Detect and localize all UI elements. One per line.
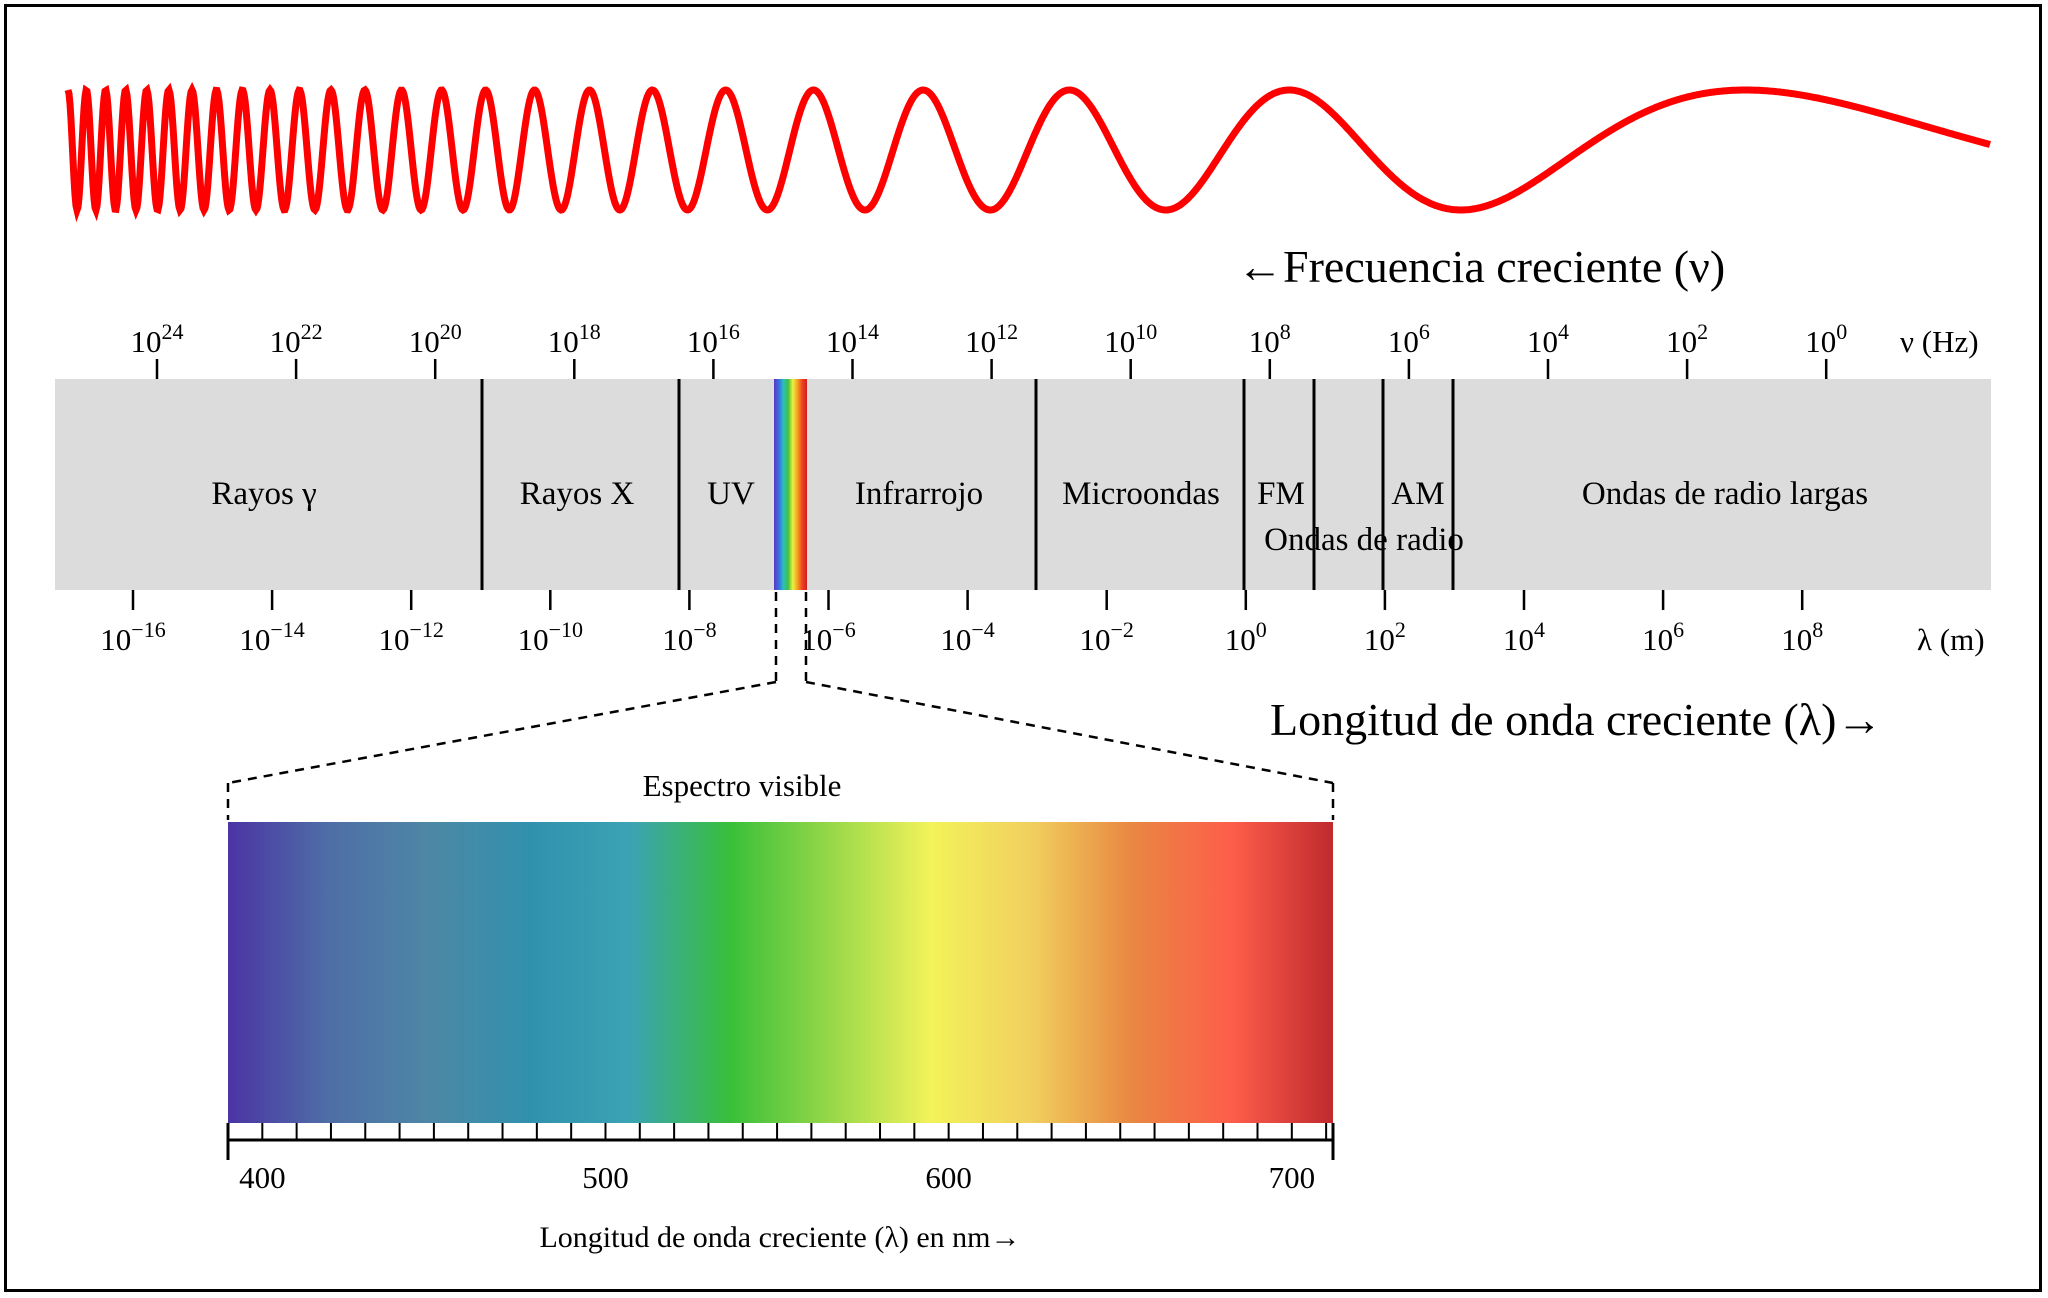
frequency-tick-label: 1012 (965, 319, 1018, 359)
frequency-axis: 1024 1022 1020 1018 1016 1014 1012 1010 108 106 10… (131, 319, 1847, 379)
frequency-tick-label: 1020 (409, 319, 462, 359)
nm-tick-label: 600 (925, 1160, 972, 1195)
wavelength-tick-label: 10−4 (940, 617, 994, 657)
wavelength-tick-label: 100 (1225, 617, 1267, 657)
band-label-infrared: Infrarrojo (855, 476, 983, 512)
band-dividers (480, 379, 1455, 590)
frequency-arrow-label: ←Frecuencia creciente (ν) (1237, 241, 1725, 292)
wavelength-tick-label: 10−8 (662, 617, 716, 657)
visible-axis-label: Longitud de onda creciente (λ) en nm→ (539, 1221, 1020, 1254)
visible-spectrum-gradient (228, 822, 1333, 1123)
frequency-tick-label: 1024 (131, 319, 184, 359)
figure-frame (4, 4, 2042, 1292)
wavelength-tick-label: 104 (1503, 617, 1545, 657)
band-label-fm: FM (1257, 476, 1305, 512)
wavelength-tick-label: 10−14 (239, 617, 304, 657)
wavelength-tick-label: 10−12 (378, 617, 443, 657)
wavelength-tick-label: 10−16 (100, 617, 165, 657)
frequency-tick-label: 1016 (687, 319, 740, 359)
nm-tick-label: 500 (582, 1160, 629, 1195)
wavelength-unit-label: λ (m) (1917, 622, 1985, 657)
frequency-unit-label: ν (Hz) (1900, 324, 1979, 359)
wavelength-tick-label: 10−2 (1079, 617, 1133, 657)
band-label-microwave: Microondas (1062, 476, 1220, 512)
band-label-xray: Rayos X (520, 476, 635, 512)
nm-tick-label: 400 (239, 1160, 286, 1195)
frequency-tick-label: 106 (1388, 319, 1430, 359)
band-label-uv: UV (707, 476, 755, 512)
frequency-tick-label: 1010 (1104, 319, 1157, 359)
nm-tick-label: 700 (1269, 1160, 1316, 1195)
spectrum-band-bar (55, 379, 1991, 590)
wavelength-arrow-label: Longitud de onda creciente (λ)→ (1270, 694, 1882, 745)
wave-curve (64, 81, 1992, 223)
band-label-am: AM (1391, 476, 1444, 512)
band-label-gamma: Rayos γ (211, 476, 316, 512)
wavelength-tick-label: 106 (1642, 617, 1684, 657)
visible-light-strip (774, 379, 807, 590)
frequency-tick-label: 100 (1805, 319, 1847, 359)
frequency-tick-label: 1018 (548, 319, 601, 359)
frequency-tick-label: 104 (1527, 319, 1569, 359)
wavelength-tick-label: 102 (1364, 617, 1406, 657)
frequency-tick-label: 108 (1249, 319, 1291, 359)
wavelength-tick-label: 108 (1781, 617, 1823, 657)
band-label-radio: Ondas de radio (1264, 522, 1464, 558)
frequency-tick-label: 1014 (826, 319, 879, 359)
frequency-tick-label: 102 (1666, 319, 1708, 359)
wavelength-tick-label: 10−6 (801, 617, 855, 657)
wavelength-tick-label: 10−10 (518, 617, 583, 657)
visible-spectrum-title: Espectro visible (643, 768, 842, 803)
wavelength-axis: 10−16 10−14 10−12 10−10 10−8 10−6 10−4 10−2 100 1… (100, 590, 1823, 657)
band-label-longwave: Ondas de radio largas (1582, 476, 1868, 512)
zoom-connectors (226, 592, 1335, 820)
frequency-tick-label: 1022 (270, 319, 323, 359)
band-labels: Rayos γ Rayos X UV Infrarrojo Microondas… (211, 476, 1868, 558)
visible-wavelength-axis: 400 500 600 700 (226, 1123, 1335, 1195)
